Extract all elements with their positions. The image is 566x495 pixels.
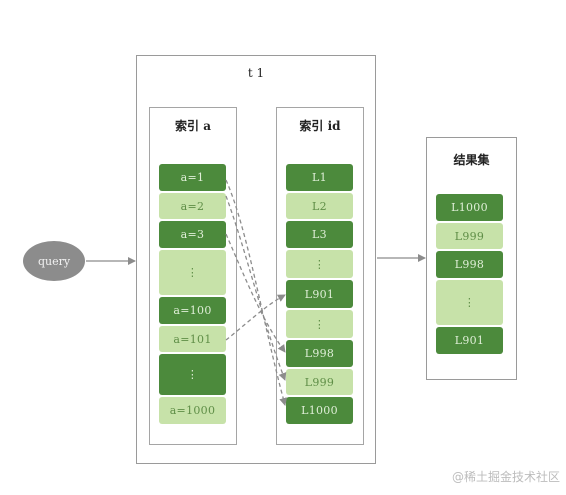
- result-set-cell: L1000: [436, 194, 503, 221]
- lookup-arrow-a3: [225, 233, 286, 353]
- index-a-cell: a=100: [159, 297, 226, 324]
- lookup-arrow-a101: [225, 294, 286, 341]
- index-a-cell: a=1: [159, 164, 226, 191]
- index-id-cell: L1: [286, 164, 353, 191]
- index-a-cell: a=101: [159, 326, 226, 352]
- index-id-cell: ⋮: [286, 250, 353, 278]
- index-a-cell: a=3: [159, 221, 226, 248]
- index-a-cell: ⋮: [159, 354, 226, 395]
- index-a-cell: ⋮: [159, 250, 226, 295]
- index-id-title: 索引 id: [299, 119, 341, 133]
- index-id-cell: L999: [286, 369, 353, 395]
- result-set-cell: L901: [436, 327, 503, 354]
- query-label: query: [37, 254, 71, 268]
- table-t1-title: t 1: [247, 66, 265, 80]
- lookup-arrow-a2: [225, 195, 287, 381]
- watermark: @稀土掘金技术社区: [452, 468, 560, 485]
- index-id-cell: L2: [286, 193, 353, 219]
- index-id-cell: L1000: [286, 397, 353, 424]
- index-id-cell: L3: [286, 221, 353, 248]
- index-id-cell: L901: [286, 280, 353, 308]
- result-set-title: 结果集: [453, 153, 490, 167]
- index-a-title: 索引 a: [175, 119, 211, 133]
- lookup-arrow-a1: [225, 179, 288, 406]
- result-set-cell: L998: [436, 251, 503, 278]
- index-a-cell: a=1000: [159, 397, 226, 424]
- result-set-cell: ⋮: [436, 280, 503, 325]
- result-set-cell: L999: [436, 223, 503, 249]
- index-id-cell: L998: [286, 340, 353, 367]
- query-node: query: [23, 241, 85, 281]
- index-a-cell: a=2: [159, 193, 226, 219]
- index-id-cell: ⋮: [286, 310, 353, 338]
- watermark-text: @稀土掘金技术社区: [451, 470, 560, 484]
